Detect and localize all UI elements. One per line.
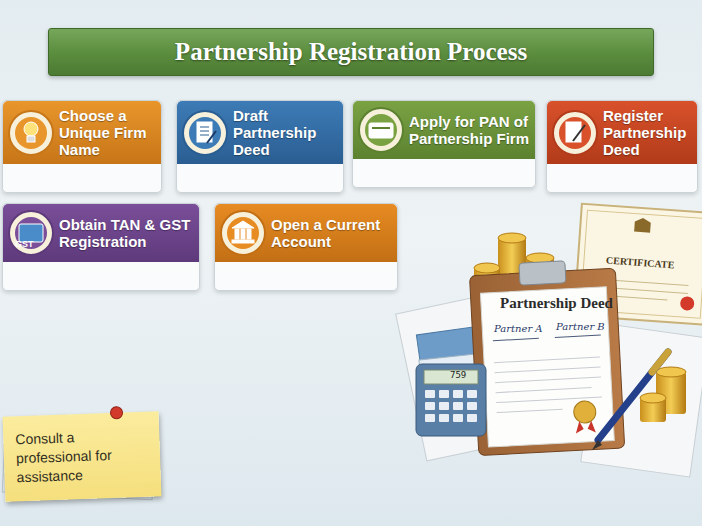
calculator	[416, 364, 486, 436]
signature: Partner B	[556, 322, 605, 332]
step-header: Choose a Unique Firm Name	[3, 101, 161, 164]
step-label: Draft Partnership Deed	[233, 107, 339, 158]
sticky-note: Consult a professional for assistance	[3, 411, 162, 501]
step-header: Register Partnership Deed	[547, 101, 697, 164]
clipboard	[469, 258, 625, 455]
step-box: Register Partnership Deed	[546, 100, 698, 193]
step-box: Choose a Unique Firm Name	[2, 100, 162, 193]
signature: Partner A	[494, 324, 543, 334]
pin-icon	[108, 404, 125, 421]
note-text: Consult a professional for assistance	[15, 426, 149, 488]
step-label: Open a Current Account	[271, 216, 393, 250]
step-box: Draft Partnership Deed	[176, 100, 344, 193]
deed-title: Partnership Deed	[500, 296, 613, 311]
step-footer	[353, 159, 535, 187]
step-header: Obtain TAN & GST Registration	[3, 204, 199, 262]
icon-text: GST	[15, 240, 34, 249]
step-footer	[215, 262, 397, 290]
pen	[592, 352, 668, 450]
step-footer	[3, 164, 161, 192]
title: Partnership Registration Process	[175, 38, 527, 66]
step-label: Choose a Unique Firm Name	[59, 107, 157, 158]
step-icon	[551, 109, 599, 157]
step-label: Register Partnership Deed	[603, 107, 693, 158]
step-label: Obtain TAN & GST Registration	[59, 216, 195, 250]
step-header: Apply for PAN of Partnership Firm	[353, 101, 535, 159]
step-box: Apply for PAN of Partnership Firm	[352, 100, 536, 188]
step-icon	[7, 109, 55, 157]
step-header: Open a Current Account	[215, 204, 397, 262]
step-icon	[219, 209, 267, 257]
step-icon	[181, 109, 229, 157]
step-footer	[547, 164, 697, 192]
step-label: Apply for PAN of Partnership Firm	[409, 113, 531, 147]
step-footer	[177, 164, 343, 192]
step-icon	[7, 209, 55, 257]
calculator-display: 759	[450, 371, 466, 380]
title-banner: Partnership Registration Process	[48, 28, 654, 76]
step-box: Open a Current Account	[214, 203, 398, 291]
step-icon	[357, 106, 405, 154]
step-header: Draft Partnership Deed	[177, 101, 343, 164]
note-body: Consult a professional for assistance	[15, 426, 149, 488]
step-footer	[3, 262, 199, 290]
